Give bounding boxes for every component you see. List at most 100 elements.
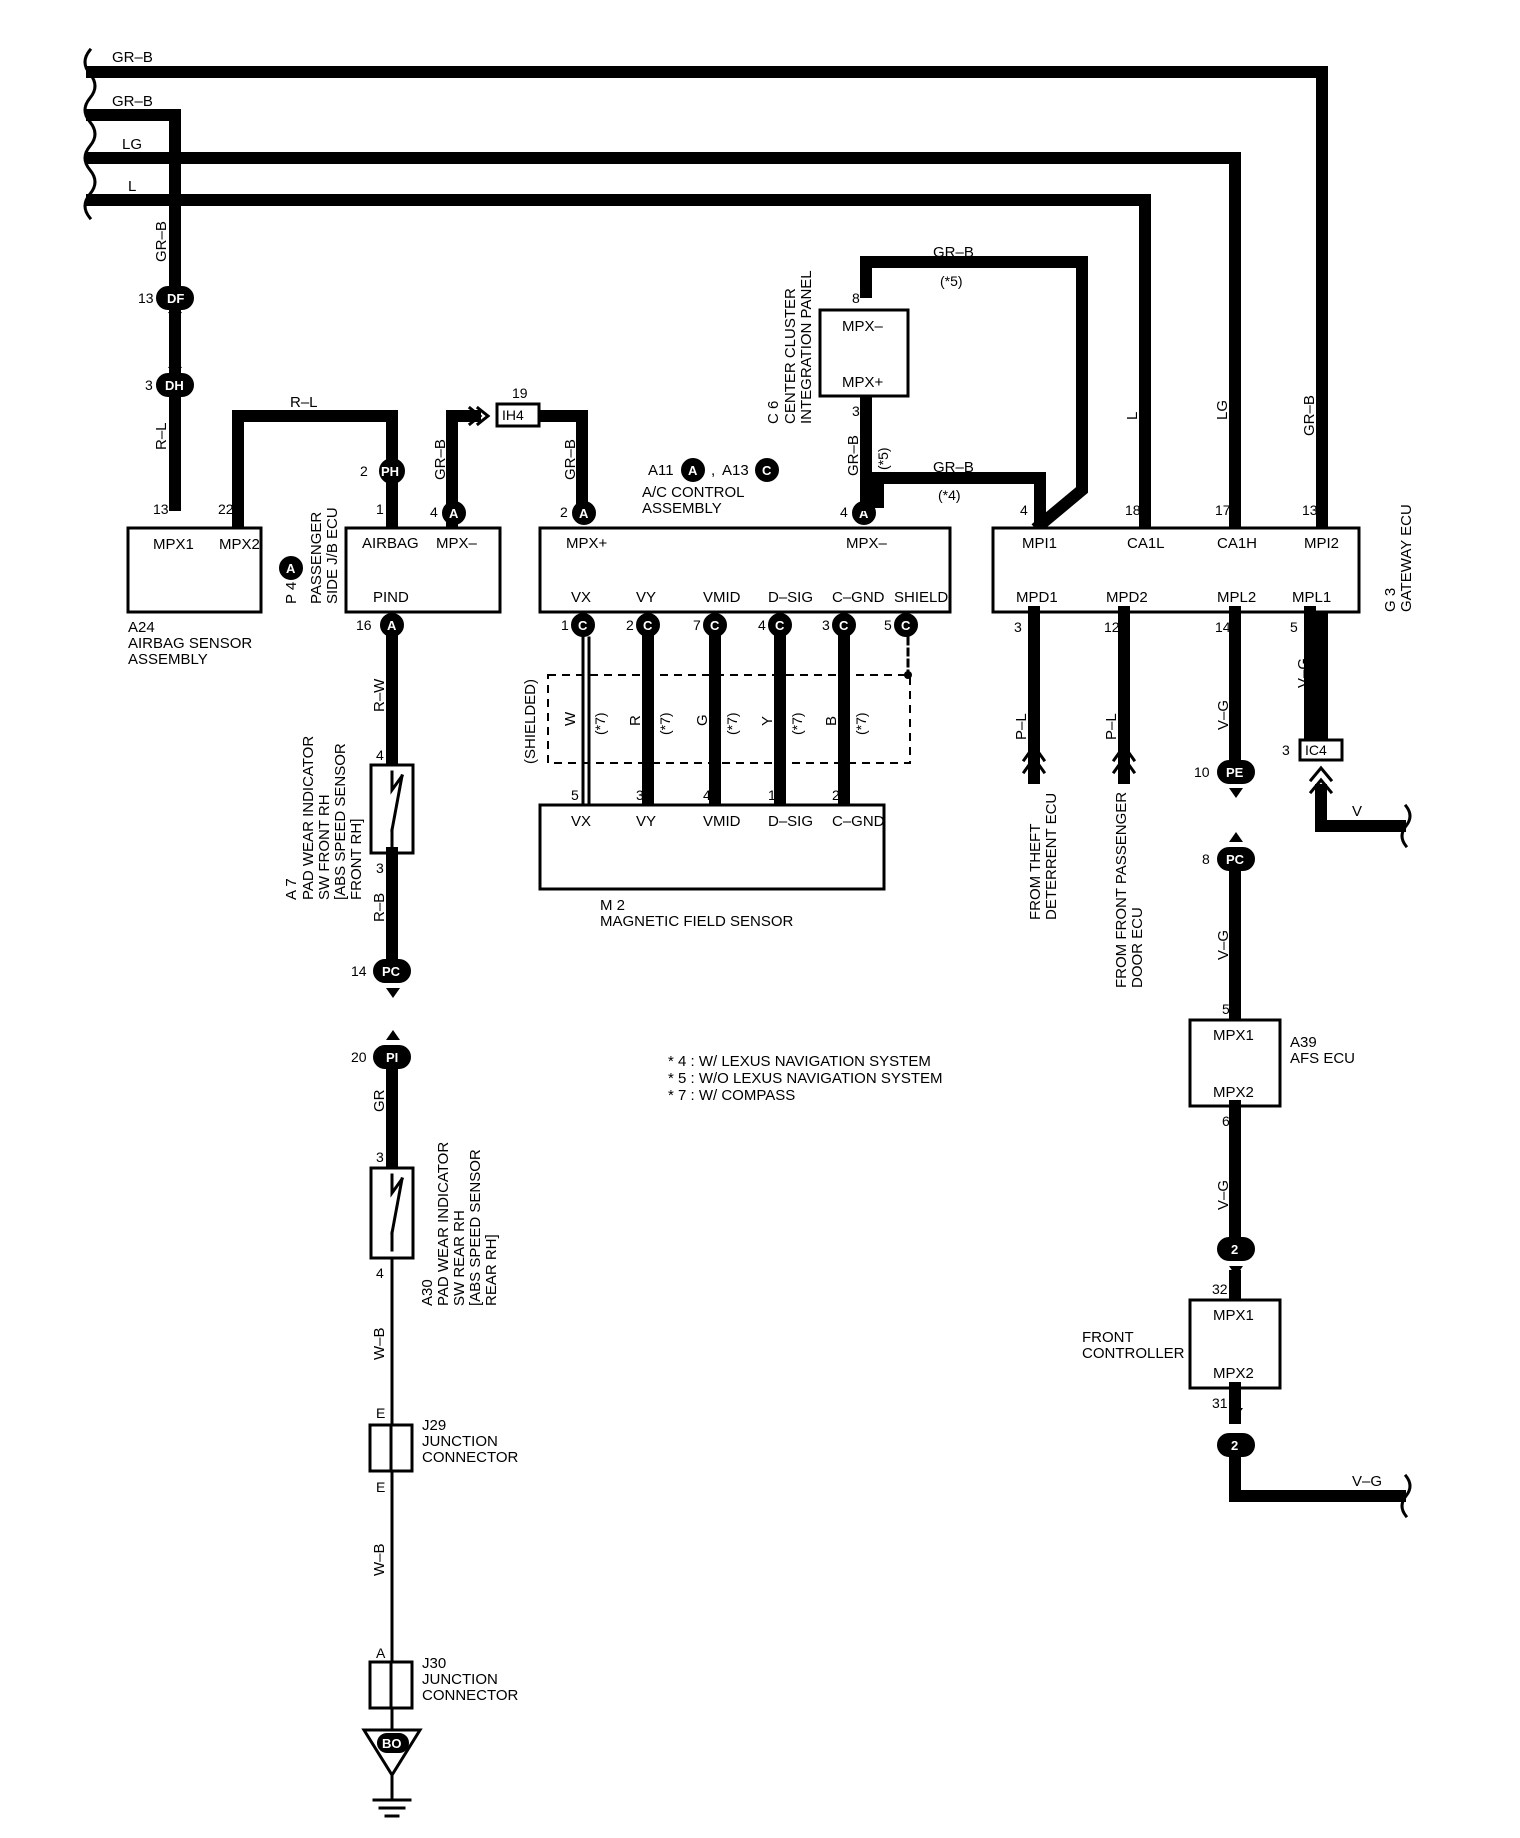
- airbag-sensor-group: GR–B DF 13 DH 3 R–L R–L 13 22 MPX1 MPX2 …: [126, 221, 398, 668]
- pad-front-name-2: SW FRONT RH: [316, 794, 333, 900]
- gateway-ecu-group: L LG GR–B 4MPI118CA1L17CA1H13MPI2MPD13MP…: [991, 395, 1415, 988]
- p4-connector-a-bottom-code: A: [387, 618, 397, 633]
- pad-rear-pin-bottom: 4: [376, 1265, 384, 1281]
- m2-term-4: C–GND: [832, 813, 885, 830]
- pad-front-name-1: PAD WEAR INDICATOR: [300, 736, 317, 900]
- ac-connector-c-0: [571, 613, 595, 637]
- connector-pi-pin: 20: [351, 1049, 367, 1065]
- ac-term-mpxp: MPX+: [566, 535, 608, 552]
- p4-term-airbag: AIRBAG: [362, 535, 419, 552]
- right-chain-group: V–G PE 10 PC 8 V–G 5 MPX1 MPX2 6 A39 AFS…: [1082, 606, 1412, 1519]
- ih4-group: IH4 19 GR–B: [495, 385, 588, 511]
- connector-df: [156, 286, 194, 310]
- front-pin-top: 32: [1212, 1281, 1228, 1297]
- wire-label-rl-bridge: R–L: [290, 394, 318, 411]
- connector-ih4-pin: 19: [512, 385, 528, 401]
- shield-wire-note-2: (*7): [724, 712, 740, 735]
- gateway-pin-bottom-2: 14: [1215, 619, 1231, 635]
- ac-connector-c-code-3: C: [775, 618, 785, 633]
- ac-id-c-code: C: [762, 463, 772, 478]
- a24-pin-right: 22: [218, 501, 234, 517]
- c6-note5: (*5): [940, 273, 963, 289]
- wire-label-grb-vert: GR–B: [153, 221, 170, 262]
- gateway-term-bottom-1: MPD2: [1106, 589, 1148, 606]
- front-name-1: FRONT: [1082, 1329, 1134, 1346]
- ac-id-a-connector: [681, 458, 705, 482]
- a24-name-1: AIRBAG SENSOR: [128, 635, 252, 652]
- ac-id-sep: ,: [711, 462, 715, 479]
- ac-pin-4: 3: [822, 617, 830, 633]
- vg-break: [1400, 1473, 1412, 1519]
- wire-label-grb-p4: GR–B: [432, 439, 449, 480]
- connector-ic4-code: IC4: [1305, 742, 1327, 758]
- connector-dh-pin: 3: [145, 377, 153, 393]
- theft-wire: P–L: [1013, 713, 1030, 740]
- gateway-pin-bottom-0: 3: [1014, 619, 1022, 635]
- p4-pin-pind: 16: [356, 617, 372, 633]
- gateway-pin-top-1: 18: [1125, 502, 1141, 518]
- c6-name-1: CENTER CLUSTER: [782, 288, 799, 424]
- fpass-from-1: FROM FRONT PASSENGER: [1113, 792, 1130, 988]
- ac-connector-a-left: [572, 501, 596, 525]
- fpass-arrow: [1111, 743, 1137, 775]
- ac-pin-0: 1: [561, 617, 569, 633]
- theft-from-2: DETERRENT ECU: [1043, 793, 1060, 920]
- gateway-term-top-3: MPI2: [1304, 535, 1339, 552]
- ground-icon: [372, 1773, 412, 1818]
- c6-note4: (*4): [938, 487, 961, 503]
- ic4-break: [1400, 803, 1412, 849]
- m2-pin-1: 3: [636, 787, 644, 803]
- c6-wire-grb-bridge: GR–B: [933, 459, 974, 476]
- gateway-term-bottom-0: MPD1: [1016, 589, 1058, 606]
- m2-name: MAGNETIC FIELD SENSOR: [600, 913, 794, 930]
- ac-control-group: 2 A 4 A A11 A , A13 C A/C CONTROL ASSEMB…: [538, 458, 952, 637]
- m2-term-0: VX: [571, 813, 591, 830]
- a39-pin-top: 5: [1222, 1001, 1230, 1017]
- connector-2-top: [1217, 1237, 1255, 1261]
- connector-ih4-code: IH4: [502, 407, 524, 423]
- ac-id-c: A13: [722, 462, 749, 479]
- right-wire-vg-3: V–G: [1215, 1180, 1232, 1210]
- connector-bo-code: BO: [382, 1736, 402, 1751]
- ac-pin-mpxp: 2: [560, 504, 568, 520]
- theft-from-1: FROM THEFT: [1027, 824, 1044, 920]
- pad-front-name-3: [ABS SPEED SENSOR: [332, 743, 349, 900]
- connector-bo: [377, 1733, 409, 1753]
- ac-term-2: VMID: [703, 589, 741, 606]
- shielded-cable-group: (SHIELDED) W(*7)R(*7)G(*7)Y(*7)B(*7): [522, 632, 912, 811]
- j29-pin-top: E: [376, 1405, 385, 1421]
- front-pin-bottom: 31: [1212, 1395, 1228, 1411]
- ac-connector-c-5: [894, 613, 918, 637]
- p4-term-pind: PIND: [373, 589, 409, 606]
- j30-pin-top: A: [376, 1645, 386, 1661]
- shield-outline: [547, 674, 911, 764]
- gateway-box: [991, 526, 1361, 614]
- ac-name-1: A/C CONTROL: [642, 484, 745, 501]
- p4-box: [344, 526, 502, 614]
- ac-connector-c-code-0: C: [578, 618, 588, 633]
- ac-term-1: VY: [636, 589, 656, 606]
- j30-name-1: JUNCTION: [422, 1671, 498, 1688]
- connector-ph-pin: 2: [360, 463, 368, 479]
- j29-name-1: JUNCTION: [422, 1433, 498, 1450]
- shield-wire-note-3: (*7): [789, 712, 805, 735]
- a24-term-mpx1: MPX1: [153, 536, 194, 553]
- pad-front-wire-rb: R–B: [371, 893, 388, 922]
- ic4-group: V–G IC4 3 V: [1282, 606, 1412, 849]
- c6-term-minus: MPX–: [842, 318, 884, 335]
- a39-pin-bottom: 6: [1222, 1113, 1230, 1129]
- ac-connector-a-left-code: A: [579, 506, 589, 521]
- note-2: * 5 : W/O LEXUS NAVIGATION SYSTEM: [668, 1070, 943, 1087]
- j30-wire: W–B: [371, 1543, 388, 1576]
- m2-box: [538, 803, 886, 891]
- ac-id-c-connector: [755, 458, 779, 482]
- gateway-term-bottom-2: MPL2: [1217, 589, 1256, 606]
- gateway-term-top-1: CA1L: [1127, 535, 1165, 552]
- ac-id-a-code: A: [688, 463, 698, 478]
- a39-term-1: MPX1: [1213, 1027, 1254, 1044]
- p4-connector-a-side-code: A: [286, 561, 296, 576]
- center-cluster-group: GR–B (*5) GR–B (*5) GR–B (*4) 8 3 MPX– M…: [765, 244, 1088, 534]
- m2-pin-0: 5: [571, 787, 579, 803]
